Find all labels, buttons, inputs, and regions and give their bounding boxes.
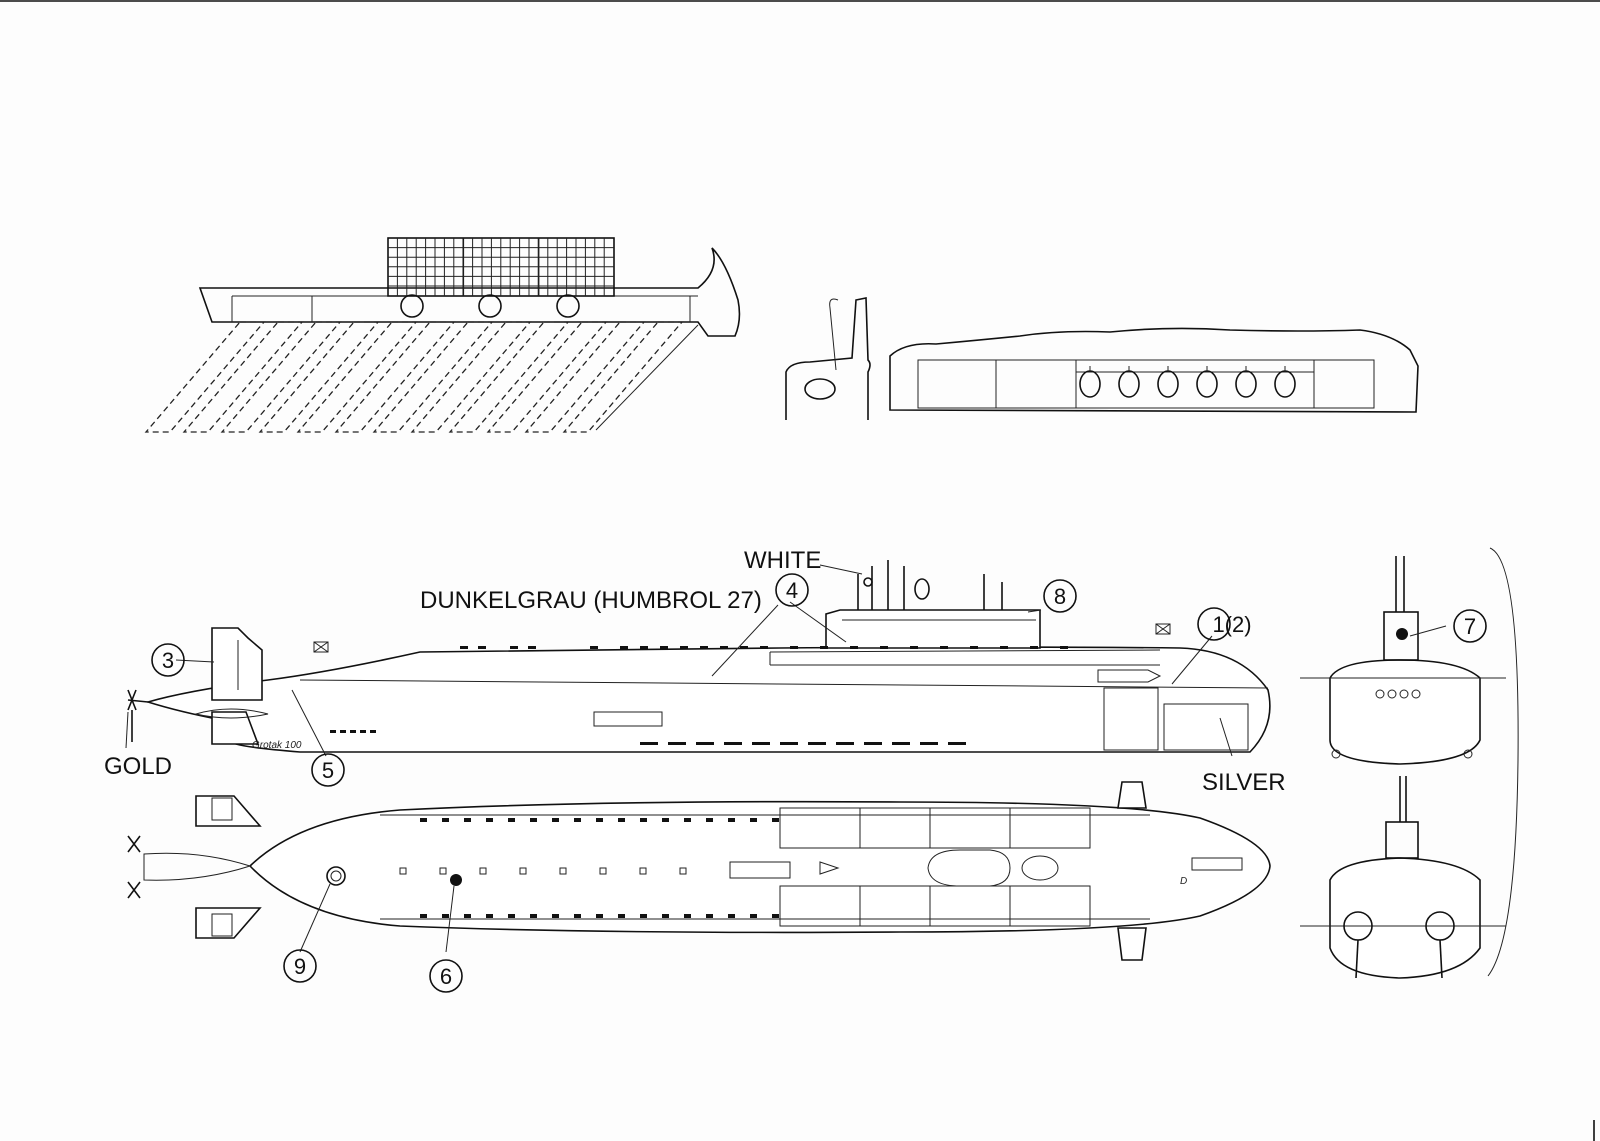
front-end-view — [1300, 556, 1506, 765]
plan-view: D — [127, 781, 1271, 961]
hull-name-label: Grotak 100 — [252, 740, 302, 751]
callout-8-label: 8 — [1054, 584, 1066, 609]
callout-9: 9 — [283, 949, 317, 983]
callout-9-label: 9 — [294, 954, 306, 979]
callout-3-label: 3 — [162, 648, 174, 673]
callout-7-label: 7 — [1464, 614, 1476, 639]
callout-4: 4 — [775, 573, 809, 607]
label-silver: SILVER — [1202, 769, 1286, 796]
callout-5: 5 — [311, 753, 345, 787]
callout-4-label: 4 — [786, 578, 798, 603]
callout-6-label: 6 — [440, 964, 452, 989]
callout-1-label: 1(2) — [1212, 612, 1251, 637]
callout-5-label: 5 — [322, 758, 334, 783]
missile-container-grid — [387, 237, 615, 297]
side-profile-view — [127, 560, 1271, 753]
hull-section-view — [785, 297, 1419, 420]
callout-8: 8 — [1043, 579, 1077, 613]
callout-7: 7 — [1453, 609, 1487, 643]
leader-lines — [125, 564, 1447, 953]
callout-3: 3 — [151, 643, 185, 677]
callout-6: 6 — [429, 959, 463, 993]
dashed-launch-tubes — [144, 321, 684, 433]
callout-1: 1(2) — [1197, 607, 1252, 641]
label-dunkelgrau: DUNKELGRAU (HUMBROL 27) — [420, 587, 762, 614]
svg-text:D: D — [1180, 876, 1187, 887]
launcher-section-view — [144, 237, 741, 433]
label-white: WHITE — [744, 547, 821, 574]
label-gold: GOLD — [104, 753, 172, 780]
rear-end-view — [1300, 547, 1519, 979]
